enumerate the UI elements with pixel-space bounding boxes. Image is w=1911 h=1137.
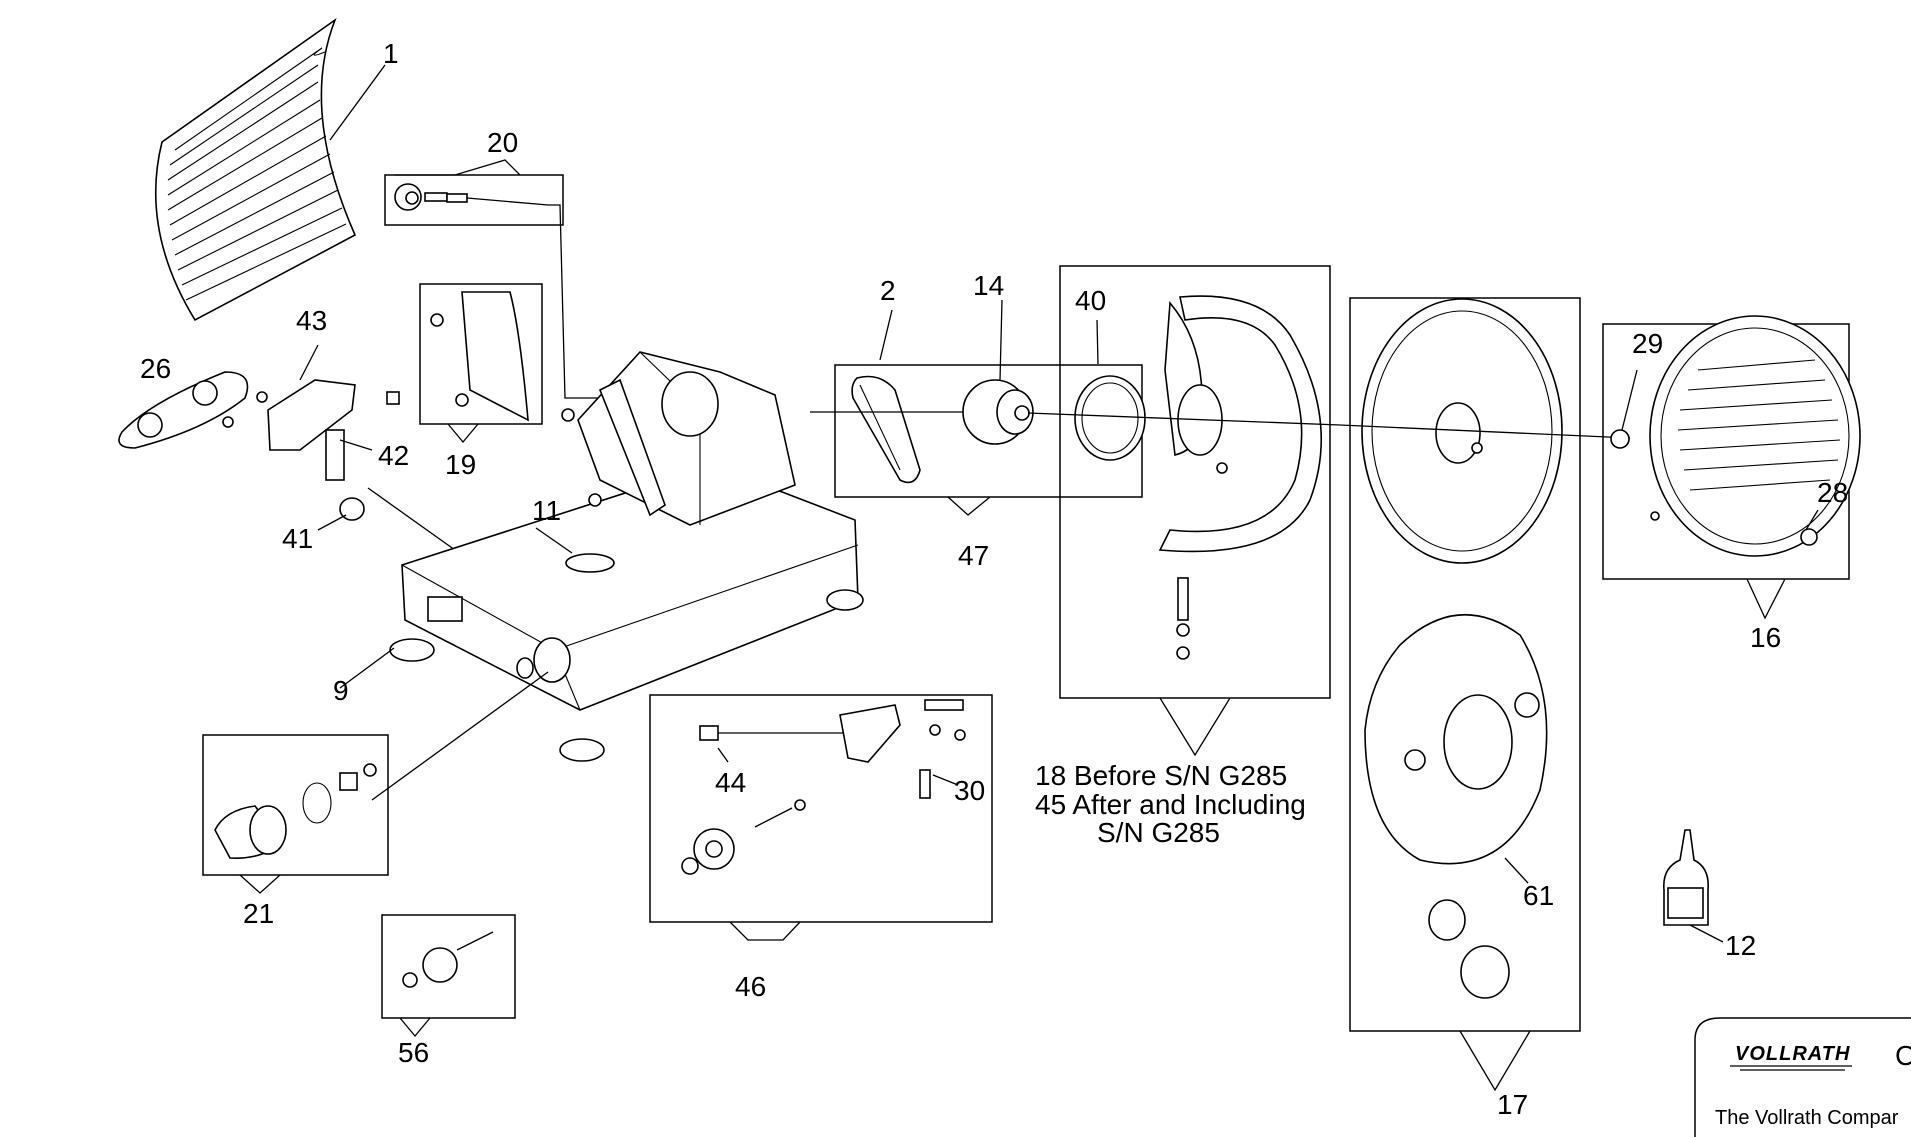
callout-44: 44 — [715, 767, 746, 798]
callout-61: 61 — [1523, 880, 1554, 911]
callout-2: 2 — [880, 275, 896, 306]
callout-14: 14 — [973, 270, 1004, 301]
part-56-knob — [381, 914, 516, 1038]
callout-17: 17 — [1497, 1089, 1528, 1120]
callout-11: 11 — [532, 495, 561, 526]
part-18-45-guard — [1027, 265, 1341, 757]
callout-21: 21 — [243, 898, 274, 929]
brand-partial-char: C — [1895, 1040, 1911, 1071]
callout-40: 40 — [1075, 285, 1106, 316]
brand-panel: VOLLRATH C The Vollrath Compar — [1694, 1017, 1911, 1137]
callout-42: 42 — [378, 440, 409, 471]
serial-number-note: 18 Before S/N G285 45 After and Includin… — [1035, 760, 1306, 848]
part-21-knob-assembly — [202, 734, 389, 894]
company-text: The Vollrath Compar — [1715, 1107, 1899, 1129]
part-17-61-blade — [1339, 297, 1631, 1092]
part-46-carriage-assembly — [649, 694, 993, 941]
callout-47: 47 — [958, 540, 989, 571]
callout-43: 43 — [296, 305, 327, 336]
part-1-deflector — [154, 17, 386, 322]
part-26-43-42-41-assembly — [118, 344, 463, 556]
callout-30: 30 — [954, 775, 985, 806]
part-47-belt-pulley — [810, 299, 1143, 516]
part-16-28-29-guard — [1602, 315, 1861, 620]
callout-28: 28 — [1817, 477, 1848, 508]
callout-26: 26 — [140, 353, 171, 384]
callout-20: 20 — [487, 127, 518, 158]
part-40-ring — [1074, 319, 1146, 461]
callout-56: 56 — [398, 1037, 429, 1068]
callout-16: 16 — [1750, 622, 1781, 653]
callout-41: 41 — [282, 523, 313, 554]
callout-labels: 1 2 9 11 12 14 16 17 19 20 21 26 28 29 3… — [140, 38, 1848, 1120]
callout-9: 9 — [333, 675, 349, 706]
callout-1: 1 — [383, 38, 399, 69]
callout-46: 46 — [735, 971, 766, 1002]
vollrath-logo: VOLLRATH — [1735, 1043, 1850, 1065]
part-12-oil-bottle — [1663, 829, 1724, 943]
part-20-knob-rod — [384, 159, 600, 399]
callout-12: 12 — [1725, 930, 1756, 961]
note-line-1: 18 Before S/N G285 — [1035, 760, 1287, 791]
callout-29: 29 — [1632, 328, 1663, 359]
note-line-2: 45 After and Including — [1035, 789, 1306, 820]
callout-19: 19 — [445, 449, 476, 480]
part-19-bracket — [419, 283, 543, 444]
slicer-base — [339, 351, 864, 801]
note-line-3: S/N G285 — [1097, 817, 1220, 848]
